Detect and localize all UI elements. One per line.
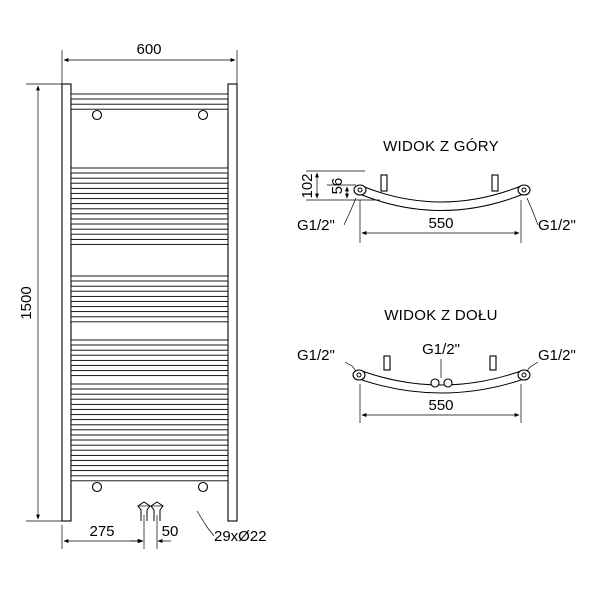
tube-bar-24 [70,424,229,431]
top-right-thread: G1/2" [538,217,576,234]
tube-bar-7 [70,208,229,215]
bottom-mount-left [383,355,391,371]
tube-bar-16 [70,339,229,346]
top-view-width-label: 550 [428,215,453,232]
tube-bar-1 [70,93,229,100]
bottom-view-title: WIDOK Z DOŁU [384,307,498,324]
top-view: WIDOK Z GÓRY 102 56 G1/2" G1/2" [297,138,576,243]
tube-bar-10 [70,238,229,245]
bottom-mount-right [489,355,497,371]
center-connection-right [443,378,453,388]
mount-top-left [91,109,103,121]
height-label: 1500 [18,286,35,319]
tube-bar-23 [70,414,229,421]
bottom-view-profile [352,355,531,394]
top-view-title: WIDOK Z GÓRY [383,138,499,155]
bottom-view-width-label: 550 [428,397,453,414]
top-view-depth-dims: 102 56 [299,170,380,201]
height-dimension: 1500 [18,83,70,522]
tube-bar-3 [70,167,229,174]
spacing-label: 50 [162,523,179,540]
tube-bar-27 [70,454,229,461]
width-label: 600 [136,41,161,58]
tube-bar-21 [70,393,229,400]
bottom-left-end [352,369,366,381]
tube-bar-14 [70,306,229,313]
mount-bottom-left [91,481,103,493]
tubes-callout: 29xØ22 [196,510,267,545]
bottom-view: WIDOK Z DOŁU G1/2" G1/2" G1/2" 550 [297,307,576,423]
top-view-profile [353,174,531,211]
top-left-end [353,184,367,196]
tube-bar-8 [70,218,229,225]
bottom-view-width-dim: 550 [359,384,522,423]
bars [70,93,229,482]
tube-bar-22 [70,403,229,410]
tube-bar-4 [70,177,229,184]
tube-bar-13 [70,295,229,302]
bottom-right-thread: G1/2" [538,347,576,364]
bottom-dimensions: 275 50 [61,515,179,549]
top-mount-right [491,174,499,192]
width-dimension: 600 [61,41,238,88]
tube-bar-6 [70,198,229,205]
tube-bar-25 [70,434,229,441]
depth-label: 102 [299,173,316,198]
wall-mounts [91,109,209,493]
bottom-left-thread: G1/2" [297,347,335,364]
mount-top-right [197,109,209,121]
tubes-label: 29xØ22 [214,528,267,545]
tube-bar-15 [70,316,229,323]
bottom-center-thread: G1/2" [422,341,460,358]
tube-bar-5 [70,187,229,194]
top-mount-left [380,174,388,192]
mount-bottom-right [197,481,209,493]
tube-bar-18 [70,359,229,366]
mount-depth-label: 56 [329,178,346,195]
top-view-width-dim: 550 [359,200,522,243]
top-right-end [517,184,531,196]
tube-bar-9 [70,228,229,235]
right-rail [227,83,238,522]
tube-bar-12 [70,285,229,292]
tube-bar-11 [70,275,229,282]
tube-bar-26 [70,444,229,451]
tube-bar-17 [70,349,229,356]
center-connection-left [430,378,440,388]
tube-bar-2 [70,103,229,110]
front-view: 600 1500 [18,41,267,549]
tube-bar-20 [70,383,229,390]
tube-bar-28 [70,465,229,472]
top-left-thread: G1/2" [297,217,335,234]
tube-bar-29 [70,475,229,482]
tube-bar-19 [70,370,229,377]
left-rail [61,83,72,522]
left-offset-label: 275 [89,523,114,540]
bottom-valves [137,501,164,521]
bottom-right-end [517,369,531,381]
